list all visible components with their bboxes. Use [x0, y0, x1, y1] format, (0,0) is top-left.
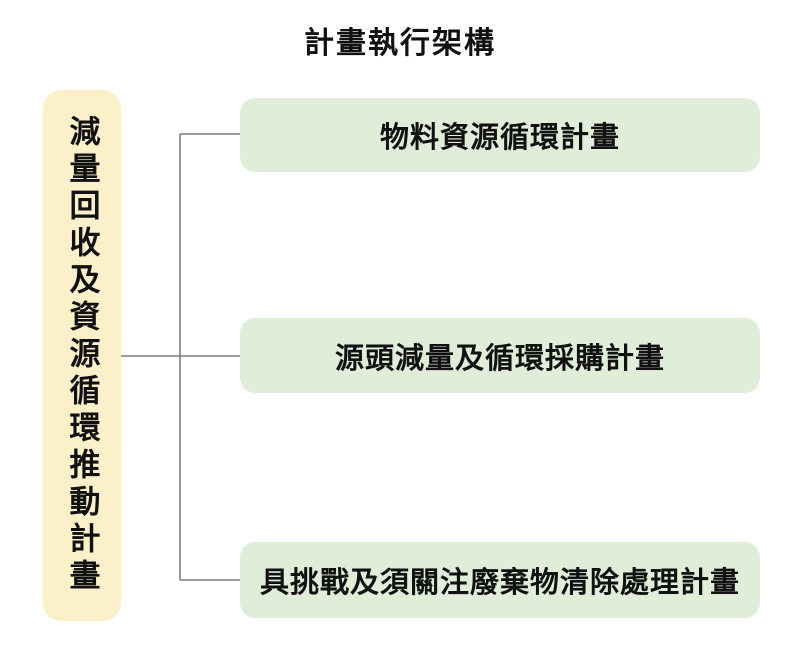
- root-node-reduction-recycling-resource-circulation-plan: 減量回收及資源循環推動計畫: [43, 90, 121, 621]
- branch-node-material-resource-circulation-plan: 物料資源循環計畫: [240, 98, 760, 172]
- branch-node-challenging-waste-removal-treatment-plan: 具挑戰及須關注廢棄物清除處理計畫: [240, 542, 760, 618]
- root-node-label: 減量回收及資源循環推動計畫: [64, 115, 100, 596]
- branch-node-source-reduction-circular-procurement-plan: 源頭減量及循環採購計畫: [240, 318, 760, 393]
- branch-node-label: 具挑戰及須關注廢棄物清除處理計畫: [259, 567, 740, 599]
- branch-node-label: 物料資源循環計畫: [379, 122, 620, 154]
- diagram-title: 計畫執行架構: [304, 27, 496, 60]
- branch-node-label: 源頭減量及循環採購計畫: [334, 342, 665, 375]
